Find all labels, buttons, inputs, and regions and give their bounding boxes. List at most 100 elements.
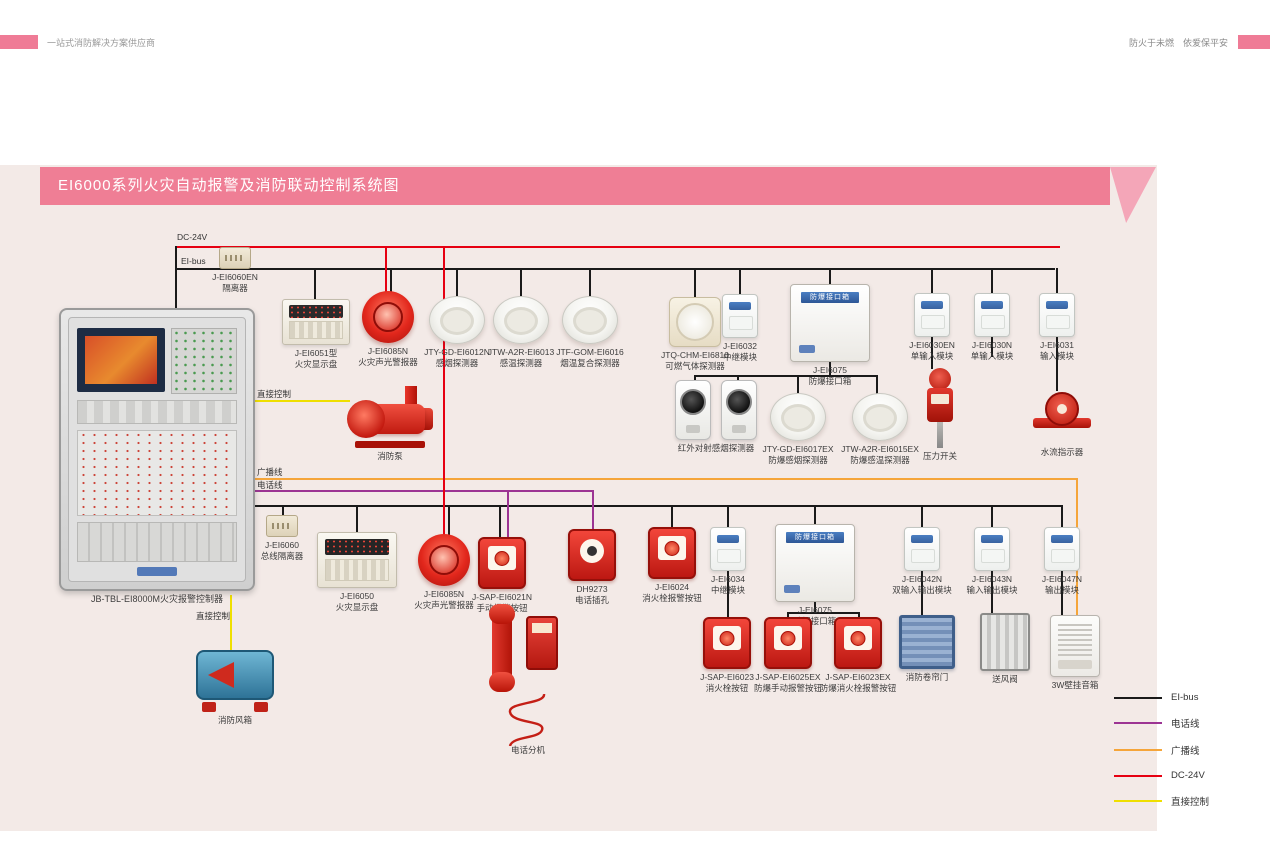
- fire-pump-icon: [347, 386, 433, 448]
- device-label: 红外对射感烟探测器: [677, 443, 755, 453]
- beam-unit: [675, 380, 711, 440]
- wire-drop: [456, 268, 458, 297]
- device-beam-smoke-detector: 红外对射感烟探测器: [661, 380, 771, 454]
- exproof-hydrant-button-icon: [834, 617, 882, 669]
- wire-drop: [1056, 268, 1058, 294]
- wire-panel-riser: [175, 246, 177, 308]
- wire-drop: [671, 505, 673, 528]
- wire-drop: [499, 505, 501, 538]
- wire-direct-control-pump: [255, 400, 350, 402]
- control-panel-icon: [59, 308, 255, 591]
- device-label: 消防风箱: [217, 715, 252, 725]
- wire-drop: [1061, 505, 1063, 528]
- telephone-handset-icon: [489, 604, 515, 692]
- wire-drop: [737, 375, 739, 383]
- wire-drop: [858, 612, 860, 618]
- wire-drop: [921, 505, 923, 528]
- wire-drop: [931, 268, 933, 294]
- wall-speaker-icon: [1050, 615, 1100, 677]
- heat-detector-icon: [493, 296, 549, 344]
- panel-buttons: [77, 522, 237, 562]
- wire-exbox-branch: [694, 375, 876, 377]
- wire-drop: [991, 335, 993, 357]
- wire-direct-control-fan: [230, 595, 232, 653]
- header-tagline-right: 防火于未燃 依爱保平安: [1128, 38, 1228, 48]
- exproof-manual-button-icon: [764, 617, 812, 669]
- legend-label: EI-bus: [1171, 692, 1199, 703]
- diagram-title: EI6000系列火灾自动报警及消防联动控制系统图: [58, 177, 400, 194]
- pressure-switch-body: [927, 388, 953, 422]
- wire-drop: [727, 505, 729, 528]
- io-module-icon: [904, 527, 940, 571]
- wire-drop: [1056, 335, 1058, 391]
- fan-cone: [208, 662, 234, 688]
- exproof-smoke-detector-icon: [770, 393, 826, 441]
- wire-drop: [814, 601, 816, 612]
- relay-module-icon: [722, 294, 758, 338]
- legend-swatch: [1114, 774, 1162, 777]
- isolator-icon: [219, 247, 251, 269]
- device-fire-display-6051: J-EI6051型火灾显示盘: [271, 299, 361, 370]
- wire-eibus-bus: [175, 268, 1055, 270]
- device-label: J-EI6051型火灾显示盘: [294, 348, 338, 370]
- legend-label: 广播线: [1171, 746, 1200, 757]
- fire-fan-icon: [194, 650, 276, 712]
- input-module-icon: [914, 293, 950, 337]
- combo-detector-icon: [562, 296, 618, 344]
- telephone-jack-icon: [568, 529, 616, 581]
- sound-light-alarm-icon: [418, 534, 470, 586]
- panel-screen: [77, 328, 165, 392]
- device-fire-fan-box: 消防风箱: [193, 650, 277, 726]
- wire-drop: [921, 571, 923, 616]
- legend-label: 电话线: [1171, 719, 1200, 730]
- device-water-flow-indicator: 水流指示器: [1029, 390, 1095, 458]
- exproof-interface-box-icon: 防爆接口箱: [790, 284, 870, 362]
- legend: EI-bus 电话线 广播线 DC-24V 直接控制: [1114, 692, 1209, 808]
- wire-phone-drop: [507, 490, 509, 538]
- legend-label: 直接控制: [1171, 797, 1210, 808]
- wire-drop: [448, 505, 450, 535]
- output-module-icon: [1044, 527, 1080, 571]
- wire-drop: [390, 268, 392, 292]
- device-label: 消防卷帘门: [905, 672, 949, 682]
- legend-swatch: [1114, 800, 1162, 802]
- header-tagline-left: 一站式消防解决方案供应商: [47, 38, 156, 48]
- legend-swatch: [1114, 749, 1162, 751]
- legend-item: EI-bus: [1114, 692, 1209, 703]
- wire-drop: [931, 335, 933, 369]
- fire-display-icon: [282, 299, 350, 345]
- input-module-icon: [974, 293, 1010, 337]
- wire-dc24v-bus: [175, 246, 1060, 248]
- input-module-icon: [1039, 293, 1075, 337]
- label-eibus: EI-bus: [181, 256, 206, 266]
- legend-swatch: [1114, 696, 1162, 699]
- exproof-heat-detector-icon: [852, 393, 908, 441]
- wire-exbox-mid-branch: [787, 612, 859, 614]
- device-air-supply-valve: 送风阀: [977, 613, 1033, 685]
